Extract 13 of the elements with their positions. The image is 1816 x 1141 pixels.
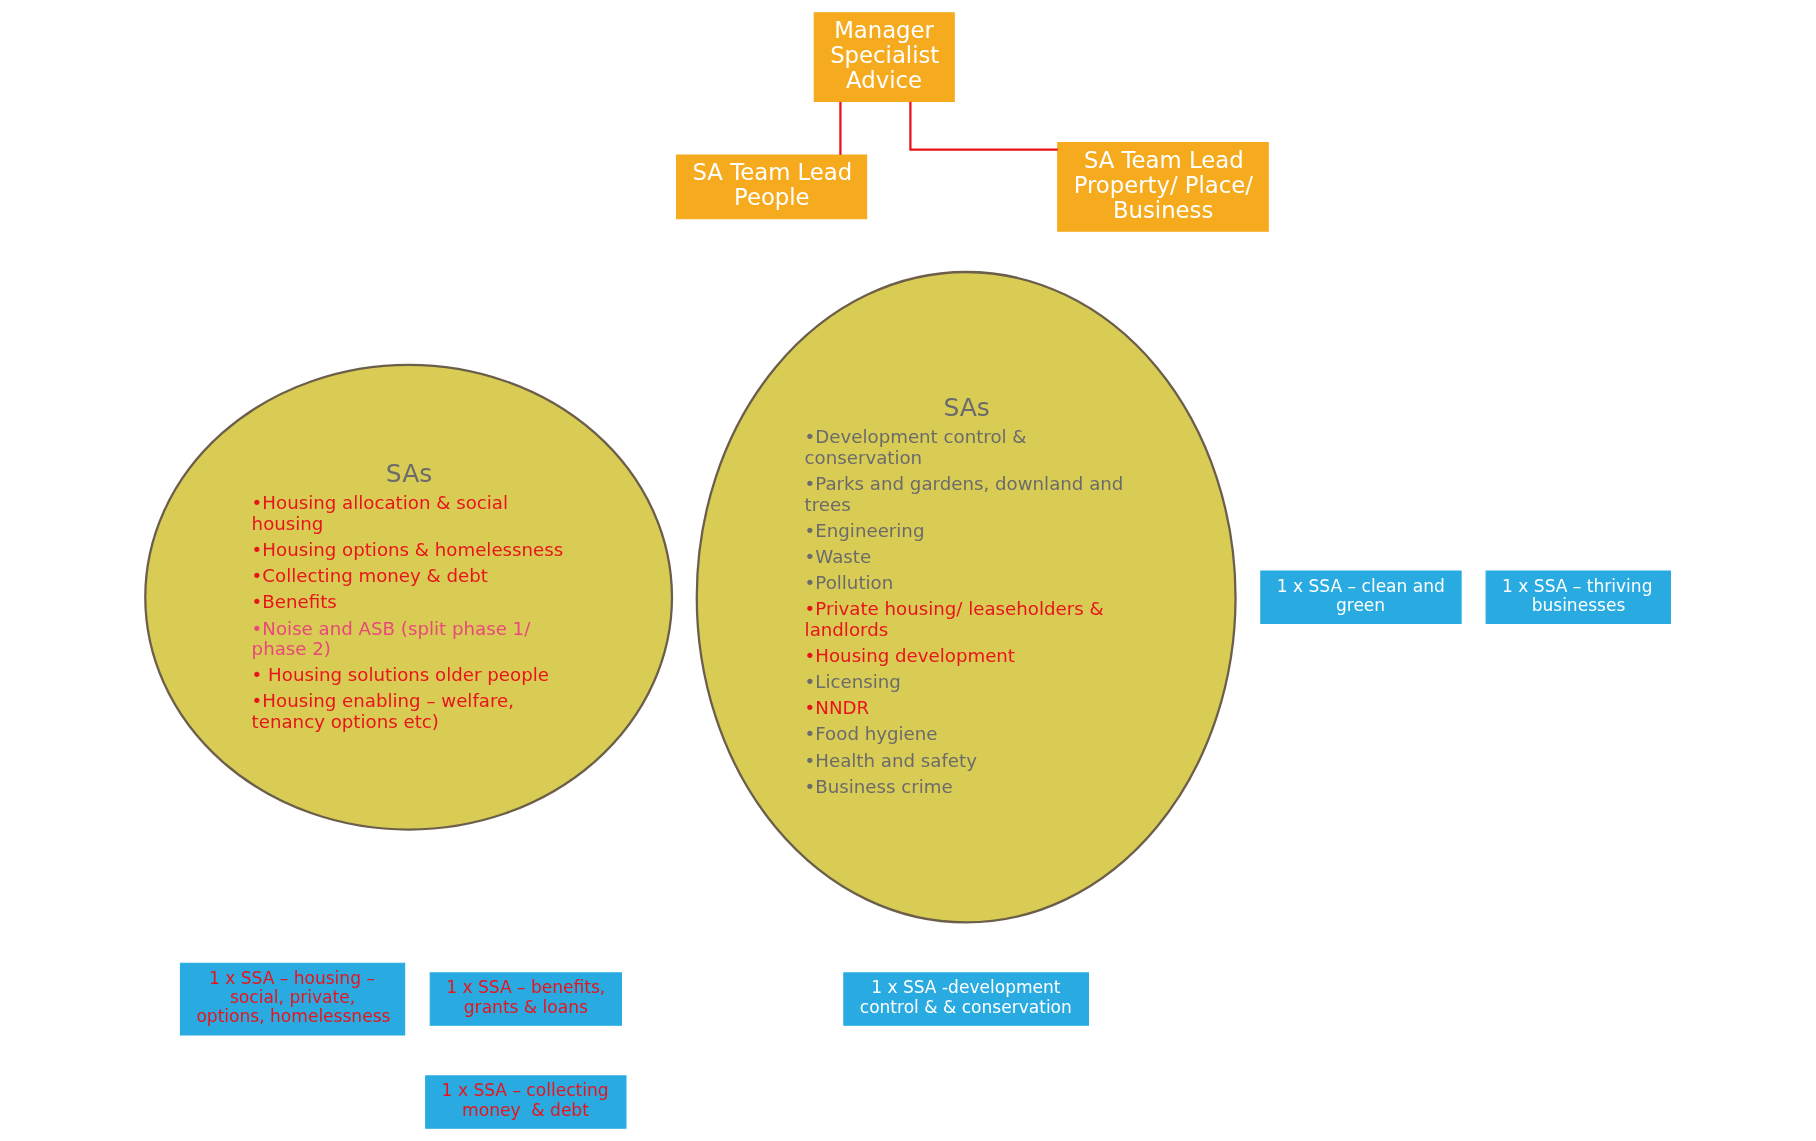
node-box: SA Team Lead Property/ Place/ Business bbox=[1057, 141, 1269, 232]
node-ellipse: SAs •Housing allocation & social housing •Housing options & homelessness •Collecting money & debt •Benefits •Noise and ASB (split phase 1/ phase 2) • Housing solutions older people •Housing enabling – welfare, tenancy options etc) bbox=[144, 363, 674, 831]
node-box: 1 x SSA -development control & & conservation bbox=[843, 972, 1090, 1026]
node-box: Manager Specialist Advice bbox=[813, 12, 955, 103]
node-box: 1 x SSA – clean and green bbox=[1260, 570, 1462, 624]
node-box: 1 x SSA – thriving businesses bbox=[1485, 570, 1671, 624]
node-box: 1 x SSA – housing – social, private, options, homelessness bbox=[179, 962, 406, 1036]
connector bbox=[839, 101, 842, 155]
node-box: 1 x SSA – benefits, grants & loans bbox=[429, 972, 622, 1026]
node-ellipse: SAs •Development control & conservation •Parks and gardens, downland and trees •Engineering •Waste •Pollution •Private housing/ leaseholders & landlords •Housing development •Licensing •NNDR •Food hygiene •Health and safety •Business crime bbox=[695, 270, 1237, 924]
connector bbox=[909, 101, 1058, 151]
node-box: 1 x SSA – collecting money & debt bbox=[425, 1075, 627, 1129]
node-box: SA Team Lead People bbox=[676, 154, 868, 220]
